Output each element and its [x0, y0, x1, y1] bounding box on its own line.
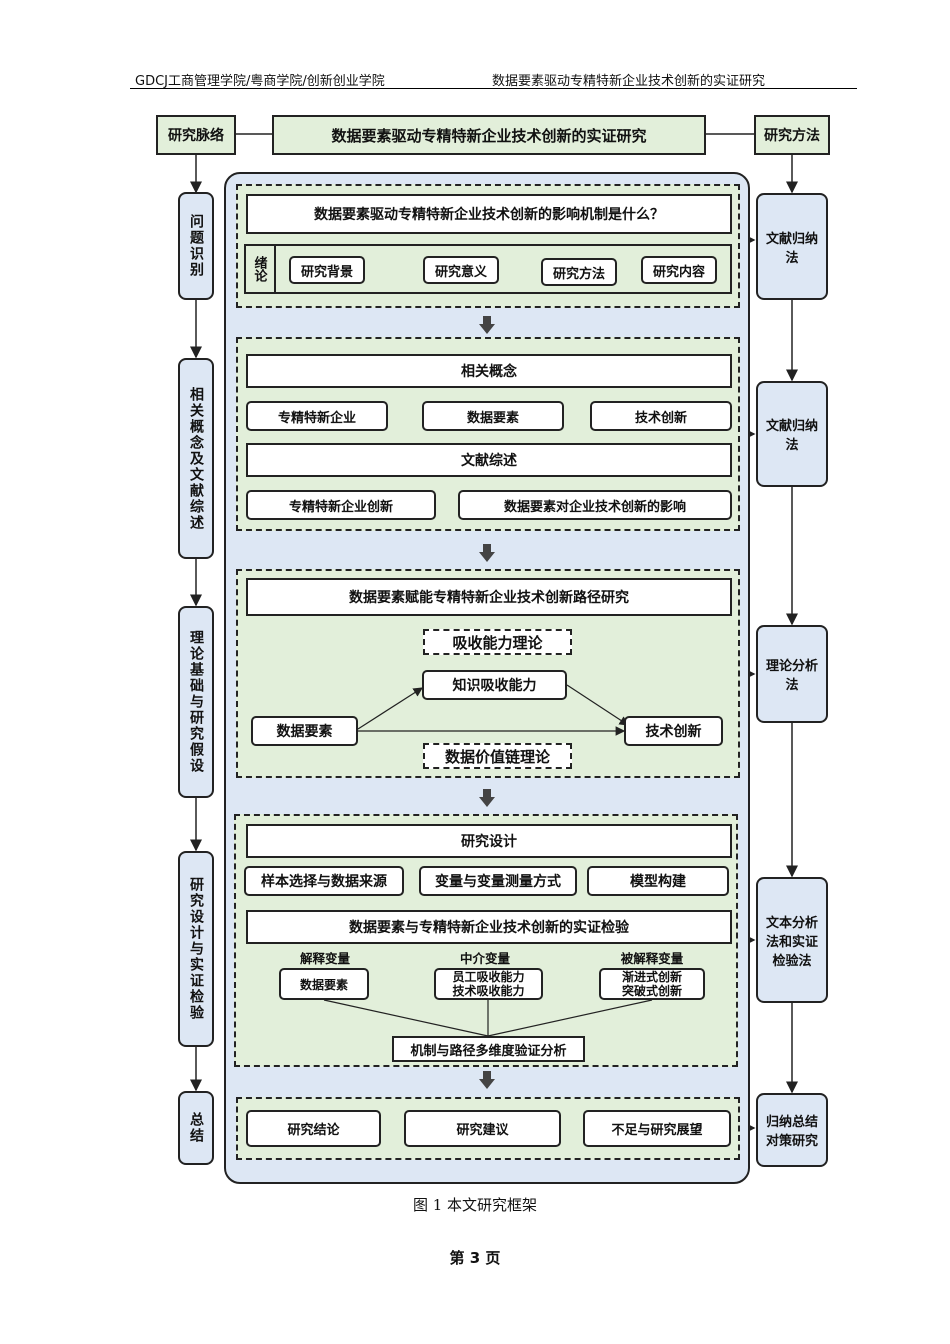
header-left: GDCJ工商管理学院/粤商学院/创新创业学院	[135, 74, 385, 89]
down-arrow-3	[479, 789, 495, 807]
input-data-element: 数据要素	[251, 716, 358, 746]
item-research-significance: 研究意义	[423, 256, 499, 284]
down-arrow-2	[479, 544, 495, 562]
label-mediator-var: 中介变量	[459, 951, 510, 966]
item-research-background: 研究背景	[289, 256, 365, 284]
review-title: 文献综述	[246, 443, 732, 477]
page-number: 第 3 页	[449, 1249, 501, 1267]
method-text-empirical: 文本分析法和实证检验法	[756, 877, 828, 1003]
var-incremental-innovation: 渐进式创新	[621, 969, 682, 984]
down-arrow-1	[479, 316, 495, 334]
concept-srdi-enterprise: 专精特新企业	[246, 401, 388, 431]
multi-dimension-analysis: 机制与路径多维度验证分析	[392, 1036, 585, 1062]
figure-caption: 图 1 本文研究框架	[412, 1196, 538, 1214]
var-radical-innovation: 突破式创新	[621, 984, 682, 998]
path-research-title: 数据要素赋能专精特新企业技术创新路径研究	[246, 578, 732, 616]
review-srdi-innovation: 专精特新企业创新	[246, 490, 436, 520]
var-mediator-box: 员工吸收能力 技术吸收能力	[434, 968, 543, 1000]
method-summary-policy: 归纳总结对策研究	[756, 1093, 828, 1167]
method-theory-analysis: 理论分析法	[756, 625, 828, 723]
stage-theory-hypothesis: 理论基础与研究假设	[178, 606, 214, 798]
analysis-lines	[323, 999, 653, 1037]
design-sample-data: 样本选择与数据来源	[244, 866, 404, 896]
item-suggestions: 研究建议	[404, 1110, 561, 1147]
item-research-content: 研究内容	[641, 256, 717, 284]
var-dependent-box: 渐进式创新 突破式创新	[599, 968, 705, 1000]
var-employee-absorption: 员工吸收能力	[452, 969, 525, 984]
empirical-test-title: 数据要素与专精特新企业技术创新的实证检验	[246, 910, 732, 944]
header-rule	[130, 88, 857, 89]
item-limitations-outlook: 不足与研究展望	[583, 1110, 731, 1147]
research-question: 数据要素驱动专精特新企业技术创新的影响机制是什么？	[246, 194, 732, 234]
mediator-knowledge-absorption: 知识吸收能力	[422, 670, 567, 700]
design-title: 研究设计	[246, 824, 732, 858]
stage-problem-identification: 问题识别	[178, 192, 214, 300]
theory-data-value-chain: 数据价值链理论	[423, 743, 572, 769]
concept-data-element: 数据要素	[422, 401, 564, 431]
stage-design-empirical: 研究设计与实证检验	[178, 851, 214, 1047]
review-data-element-impact: 数据要素对企业技术创新的影响	[458, 490, 732, 520]
label-dependent-var: 被解释变量	[620, 951, 684, 966]
var-tech-absorption: 技术吸收能力	[452, 984, 525, 998]
stage-literature-review: 相关概念及文献综述	[178, 358, 214, 559]
header-right: 数据要素驱动专精特新企业技术创新的实证研究	[492, 74, 766, 89]
item-research-methods: 研究方法	[541, 258, 617, 286]
stage-summary: 总结	[178, 1091, 214, 1165]
research-context-label: 研究脉络	[156, 115, 236, 155]
path-arrows	[357, 684, 630, 736]
var-data-element: 数据要素	[279, 968, 369, 1000]
design-model: 模型构建	[587, 866, 729, 896]
research-method-label: 研究方法	[754, 115, 830, 155]
item-conclusions: 研究结论	[246, 1110, 381, 1147]
concepts-title: 相关概念	[246, 354, 732, 388]
method-literature-2: 文献归纳法	[756, 381, 828, 487]
main-title-box: 数据要素驱动专精特新企业技术创新的实证研究	[272, 115, 706, 155]
method-literature-1: 文献归纳法	[756, 193, 828, 300]
design-variables: 变量与变量测量方式	[419, 866, 577, 896]
concept-tech-innovation: 技术创新	[590, 401, 732, 431]
theory-absorptive-capacity: 吸收能力理论	[423, 629, 572, 655]
output-tech-innovation: 技术创新	[624, 716, 723, 746]
intro-group-label: 绪论	[244, 244, 276, 294]
label-explanatory-var: 解释变量	[299, 951, 350, 966]
down-arrow-4	[479, 1071, 495, 1089]
